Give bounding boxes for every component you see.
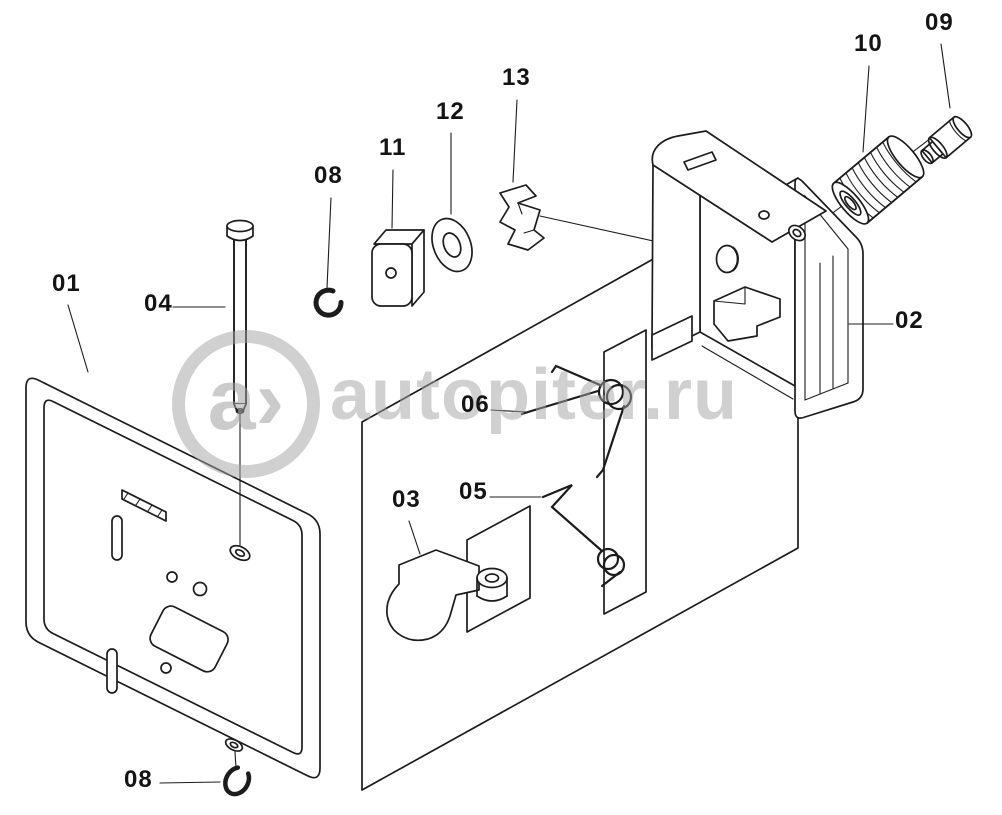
part-08-retaining-ring-lower: [223, 765, 252, 797]
part-label-08-upper: 08: [314, 162, 343, 189]
bracket-flange-hole: [788, 224, 806, 242]
part-label-13: 13: [502, 64, 531, 91]
part-label-08-lower: 08: [124, 766, 153, 793]
part-03-cam-lever: [386, 549, 508, 642]
part-label-05: 05: [459, 478, 488, 505]
part-label-10: 10: [854, 30, 883, 57]
part-label-04: 04: [144, 290, 173, 317]
part-08-retaining-ring-upper: [313, 287, 344, 318]
part-12-washer: [431, 217, 473, 273]
leader-lines: [67, 43, 951, 784]
part-label-09: 09: [925, 9, 954, 36]
part-01-cover-plate: [25, 377, 321, 779]
part-10-threaded-bushing: [831, 135, 925, 225]
part-label-03: 03: [392, 486, 421, 513]
part-13-clip: [499, 184, 545, 251]
part-label-02: 02: [895, 307, 924, 334]
part-label-01: 01: [52, 270, 81, 297]
pin-hole: [229, 544, 251, 562]
bracket-web-hole: [715, 244, 739, 274]
part-09-pin-bolt: [920, 115, 973, 165]
part-06-spring: [520, 364, 633, 479]
part-04-pin: [226, 219, 254, 546]
part-02-bracket: [651, 130, 864, 419]
part-11-pad: [371, 229, 425, 307]
mounting-strip-right: [603, 329, 647, 615]
part-label-06: 06: [461, 391, 490, 418]
clip-hole: [224, 738, 244, 752]
part-label-11: 11: [379, 134, 407, 161]
part-label-12: 12: [436, 98, 465, 125]
part-05-spring: [541, 483, 626, 588]
